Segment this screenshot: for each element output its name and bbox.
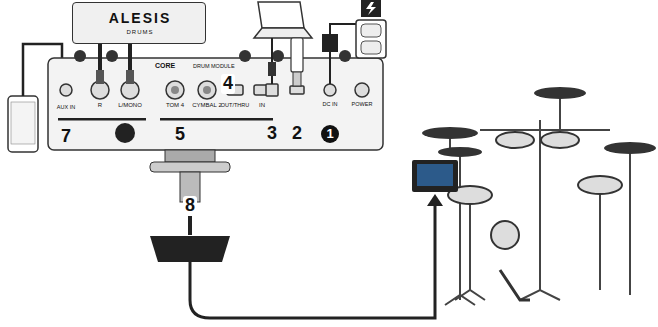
callout-number: 8 <box>183 196 197 216</box>
port-label: AUX IN <box>57 104 75 110</box>
callout-number: 2 <box>292 124 302 144</box>
callout-number: 7 <box>61 127 71 147</box>
callout-number: 1 <box>321 125 339 143</box>
port-label: IN <box>259 102 265 109</box>
port-label: POWER <box>352 101 373 107</box>
port-label: TOM 4 <box>166 102 184 109</box>
port-label: R <box>98 102 102 109</box>
callout-number: 4 <box>221 74 235 94</box>
port-label: CYMBAL 2 <box>192 102 221 109</box>
callout-number: 5 <box>175 125 185 145</box>
callout-number: 3 <box>267 124 277 144</box>
brand-text: DRUM MODULE <box>193 63 235 69</box>
audio-cable <box>98 44 102 58</box>
audio-cable <box>128 44 132 58</box>
speaker: ALESIS DRUMS <box>72 2 206 44</box>
port-label: OUT/THRU <box>221 102 249 108</box>
port-label: DC IN <box>323 101 338 107</box>
brand-text: DRUMS <box>127 29 154 36</box>
port-label: L/MONO <box>118 102 142 109</box>
brand-text: ALESIS <box>109 11 172 26</box>
brand-text: CORE <box>155 62 175 70</box>
